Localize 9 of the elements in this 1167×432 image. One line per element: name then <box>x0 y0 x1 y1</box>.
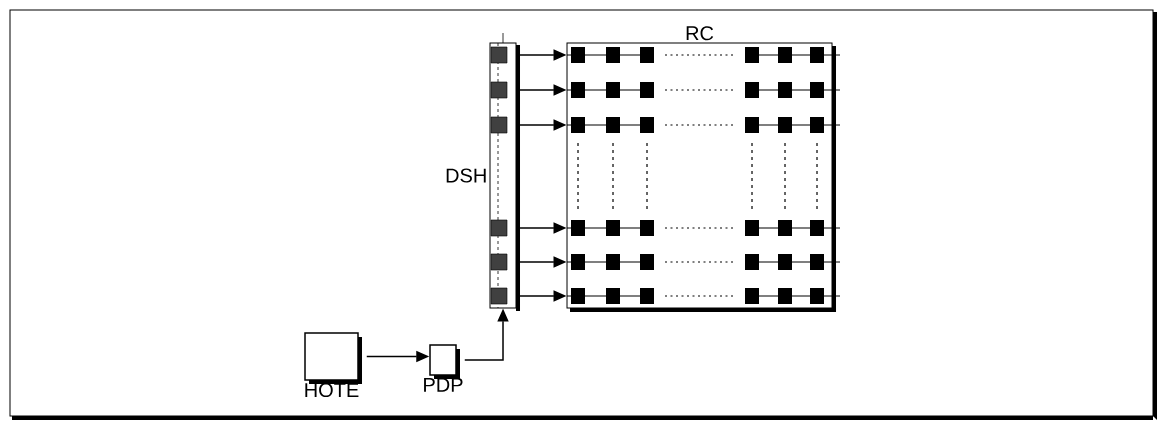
dsh-column: DSH <box>446 32 520 311</box>
node-label: RC <box>686 26 714 41</box>
cell-square <box>490 81 508 99</box>
cell-square <box>490 219 508 237</box>
cell-square <box>490 46 508 64</box>
node-label: DSH <box>446 168 486 183</box>
cell-square <box>490 287 508 305</box>
cell-square <box>490 116 508 134</box>
cell-square <box>490 253 508 271</box>
